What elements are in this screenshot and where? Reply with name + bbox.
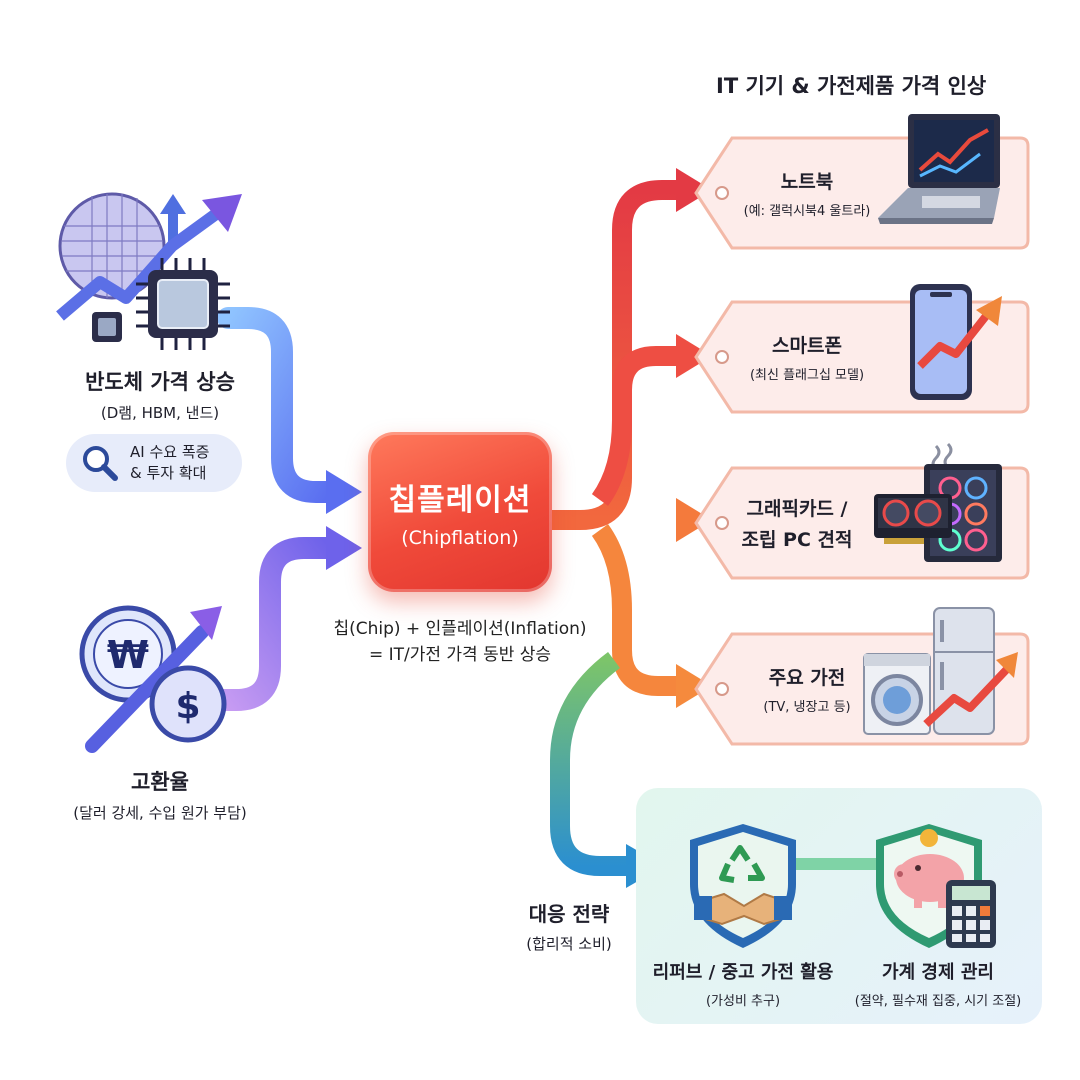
- effects-section-title: IT 기기 & 가전제품 가격 인상: [716, 74, 987, 98]
- semiconductor-illustration: [56, 192, 242, 350]
- rising-arrow-icon: [85, 606, 222, 753]
- calculator-icon: [946, 880, 996, 948]
- svg-text:$: $: [175, 686, 200, 727]
- exchange-rate-illustration: ₩ $: [79, 605, 227, 753]
- effect-tag-appliance: 주요 가전 (TV, 냉장고 등): [694, 607, 1030, 746]
- effect-title-laptop: 노트북: [780, 171, 834, 193]
- effect-title-appliance: 주요 가전: [768, 667, 846, 689]
- strategy-item-budget-subtitle: (절약, 필수재 집중, 시기 조절): [854, 994, 1022, 1009]
- gpu-pc-icon: [874, 442, 1002, 562]
- recycle-handshake-shield-icon: [690, 824, 796, 948]
- cause-subtitle-semiconductor: (D램, HBM, 낸드): [100, 404, 220, 422]
- chipflation-box: 칩플레이션 (Chipflation): [368, 432, 552, 592]
- flow-arrow-semiconductor: [217, 307, 362, 514]
- ai-demand-line1: AI 수요 폭증: [130, 443, 210, 461]
- strategy-item-refurb: 리퍼브 / 중고 가전 활용 (가성비 추구): [636, 958, 850, 1009]
- effect-title-smartphone: 스마트폰: [772, 335, 842, 357]
- rising-arrow-icon: [56, 194, 242, 321]
- effect-tag-smartphone: 스마트폰 (최신 플래그십 모델): [694, 284, 1030, 414]
- effect-subtitle-appliance: (TV, 냉장고 등): [763, 700, 851, 715]
- strategy-item-budget-title: 가계 경제 관리: [882, 962, 994, 983]
- effect-subtitle-laptop: (예: 갤럭시북4 울트라): [743, 204, 871, 219]
- strategy-item-budget: 가계 경제 관리 (절약, 필수재 집중, 시기 조절): [832, 958, 1044, 1009]
- strategy-connector: [790, 858, 880, 870]
- piggybank-calculator-shield-icon: [876, 824, 996, 948]
- cause-subtitle-exchange: (달러 강세, 수입 원가 부담): [73, 804, 247, 822]
- ai-demand-line2: & 투자 확대: [130, 464, 207, 482]
- recycle-icon: [719, 845, 765, 883]
- cause-title-exchange: 고환율: [131, 770, 189, 794]
- effect-tag-laptop: 노트북 (예: 갤럭시북4 울트라): [694, 114, 1030, 250]
- effect-subtitle-smartphone: (최신 플래그십 모델): [749, 368, 865, 383]
- magnifier-icon: [83, 446, 118, 481]
- flow-arrow-gpu: [552, 498, 712, 542]
- center-title: 칩플레이션: [388, 483, 532, 518]
- effect-tag-gpu: 그래픽카드 / 조립 PC 견적: [694, 442, 1030, 580]
- formula-line2: = IT/가전 가격 동반 상승: [368, 645, 552, 665]
- effect-title-gpu: 그래픽카드 /: [746, 498, 848, 520]
- up-arrow-icon: [160, 194, 186, 246]
- smartphone-icon: [910, 284, 1002, 400]
- ai-demand-note: AI 수요 폭증 & 투자 확대: [66, 434, 242, 492]
- formula-line1: 칩(Chip) + 인플레이션(Inflation): [333, 619, 587, 639]
- flow-arrow-smartphone: [591, 334, 712, 506]
- strategy-item-refurb-subtitle: (가성비 추구): [705, 994, 781, 1009]
- handshake-icon: [694, 892, 792, 926]
- center-subtitle: (Chipflation): [401, 527, 519, 549]
- chipflation-formula: 칩(Chip) + 인플레이션(Inflation) = IT/가전 가격 동반…: [300, 616, 620, 668]
- laptop-icon: [878, 114, 1000, 224]
- strategy-subtitle: (합리적 소비): [526, 935, 612, 953]
- cause-title-semiconductor: 반도체 가격 상승: [85, 370, 235, 394]
- strategy-title: 대응 전략: [528, 902, 610, 926]
- flow-arrow-exchange: [211, 526, 362, 711]
- flow-arrow-appliance: [591, 524, 712, 708]
- chip-icon: [92, 258, 230, 350]
- strategy-item-refurb-title: 리퍼브 / 중고 가전 활용: [652, 962, 834, 983]
- dollar-coin-icon: $: [149, 665, 227, 743]
- effect-title2-gpu: 조립 PC 견적: [741, 529, 853, 551]
- appliance-icon: [863, 607, 1018, 735]
- svg-text:₩: ₩: [107, 633, 149, 677]
